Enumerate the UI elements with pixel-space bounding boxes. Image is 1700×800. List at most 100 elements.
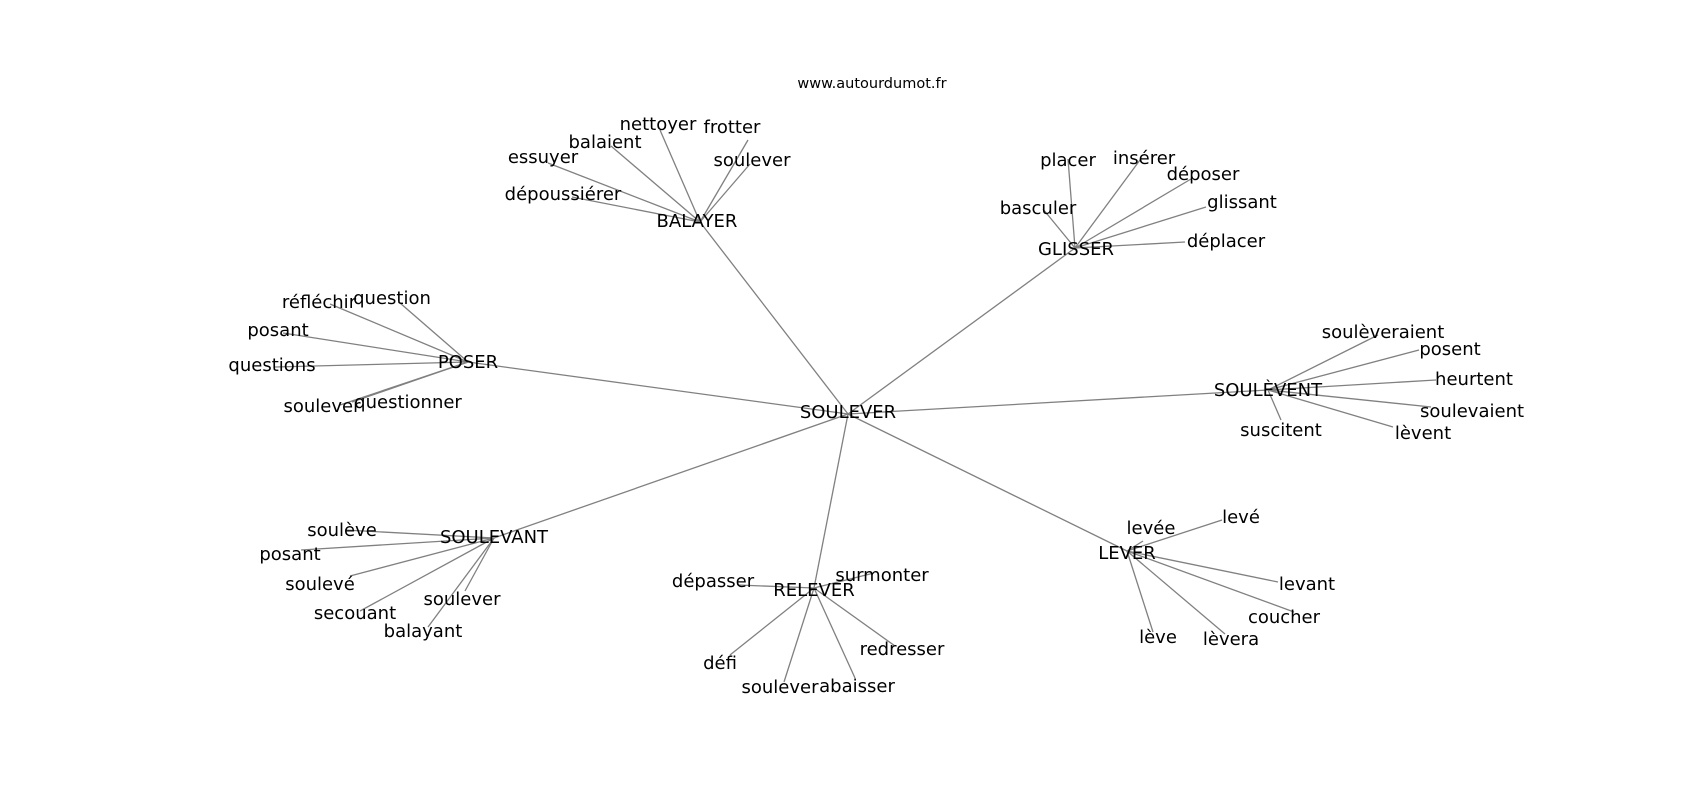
- edge-balayer-to-frotter: [699, 139, 749, 223]
- leaf-node-relever-abaisser: abaisser: [819, 676, 895, 697]
- leaf-node-poser-soulever: soulever: [283, 396, 361, 417]
- edge-relever-to-soulever: [783, 587, 815, 683]
- leaf-node-soulevant-soulever: soulever: [423, 589, 501, 610]
- hub-node-poser: POSER: [438, 352, 498, 373]
- leaf-node-soulevent-levent: lèvent: [1395, 423, 1451, 444]
- leaf-node-soulevant-souleve: soulève: [307, 520, 377, 541]
- leaf-node-soulevant-souleve: soulevé: [285, 574, 355, 595]
- leaf-node-lever-leve: lève: [1139, 627, 1177, 648]
- leaf-node-balayer-balaient: balaient: [568, 132, 641, 153]
- leaf-node-poser-questions: questions: [228, 355, 315, 376]
- edge-glisser-to-deposer: [1074, 178, 1192, 249]
- edge-poser-to-questionner: [351, 361, 469, 403]
- hub-node-glisser: GLISSER: [1038, 239, 1114, 260]
- leaf-node-relever-depasser: dépasser: [672, 571, 755, 592]
- hub-node-balayer: BALAYER: [657, 211, 738, 232]
- leaf-node-poser-questionner: questionner: [354, 392, 462, 413]
- leaf-node-glisser-deplacer: déplacer: [1187, 231, 1266, 252]
- edge-center-to-glisser: [847, 247, 1076, 415]
- graph-labels: www.autourdumot.fr SOULEVER BALAYER nettoy…: [228, 76, 1524, 698]
- edge-soulevent-to-heurtent: [1267, 379, 1437, 391]
- edge-balayer-to-soulever: [699, 163, 751, 223]
- leaf-node-glisser-glissant: glissant: [1207, 192, 1277, 213]
- leaf-node-glisser-deposer: déposer: [1167, 164, 1240, 185]
- edge-lever-to-coucher: [1126, 550, 1295, 613]
- edge-glisser-to-deplacer: [1074, 241, 1186, 249]
- leaf-node-soulevent-suscitent: suscitent: [1240, 420, 1322, 441]
- edge-lever-to-leve: [1126, 519, 1223, 552]
- leaf-node-relever-redresser: redresser: [860, 639, 945, 660]
- edge-soulevant-to-souleve: [349, 537, 495, 577]
- edge-soulevent-to-posent: [1267, 349, 1420, 391]
- leaf-node-poser-posant: posant: [247, 320, 308, 341]
- leaf-node-balayer-depoussierer: dépoussiérer: [505, 184, 622, 205]
- leaf-node-lever-levant: levant: [1279, 574, 1335, 595]
- leaf-node-balayer-soulever: soulever: [713, 150, 791, 171]
- leaf-node-balayer-frotter: frotter: [704, 117, 762, 138]
- leaf-node-lever-levera: lèvera: [1203, 629, 1259, 650]
- edge-soulevent-to-suscitent: [1267, 389, 1282, 421]
- leaf-node-relever-soulever: soulever: [741, 677, 819, 698]
- edge-glisser-to-placer: [1067, 158, 1076, 249]
- edge-center-to-soulevant: [493, 413, 849, 539]
- leaf-node-soulevent-posent: posent: [1419, 339, 1480, 360]
- edge-soulevent-to-souleveraient: [1267, 334, 1379, 391]
- edge-center-to-balayer: [699, 221, 849, 415]
- leaf-node-balayer-essuyer: essuyer: [508, 147, 579, 168]
- edge-relever-to-surmonter: [813, 572, 875, 589]
- edge-lever-to-levee: [1126, 540, 1144, 552]
- leaf-node-lever-levee: levée: [1127, 518, 1176, 539]
- edge-balayer-to-depoussierer: [571, 196, 701, 223]
- leaf-node-soulevant-secouant: secouant: [314, 603, 396, 624]
- edge-poser-to-reflechir: [329, 303, 469, 363]
- hub-node-soulevent: SOULÈVENT: [1214, 379, 1323, 401]
- edge-relever-to-redresser: [813, 587, 896, 647]
- leaf-node-soulevant-posant: posant: [259, 544, 320, 565]
- edge-glisser-to-inserer: [1074, 159, 1141, 249]
- source-watermark: www.autourdumot.fr: [797, 76, 946, 92]
- edge-soulevant-to-posant: [300, 537, 495, 551]
- edge-soulevant-to-balayant: [427, 537, 495, 628]
- leaf-node-soulevent-heurtent: heurtent: [1435, 369, 1513, 390]
- edge-lever-to-levant: [1126, 550, 1279, 583]
- edge-poser-to-posant: [282, 332, 469, 363]
- edge-soulevent-to-soulevaient: [1267, 389, 1432, 408]
- edge-center-to-poser: [467, 361, 849, 415]
- edge-balayer-to-nettoyer: [659, 129, 701, 223]
- leaf-node-soulevent-soulevaient: soulevaient: [1420, 401, 1524, 422]
- edge-glisser-to-glissant: [1074, 206, 1207, 249]
- leaf-node-relever-surmonter: surmonter: [835, 565, 929, 586]
- leaf-node-poser-reflechir: réfléchir: [282, 292, 357, 313]
- edge-soulevant-to-secouant: [359, 537, 495, 612]
- edge-center-to-relever: [813, 413, 849, 589]
- edge-glisser-to-basculer: [1042, 208, 1076, 249]
- edge-lever-to-levera: [1126, 550, 1226, 635]
- graph-edges: [274, 129, 1437, 683]
- hub-node-lever: LEVER: [1098, 543, 1156, 564]
- leaf-node-glisser-placer: placer: [1040, 150, 1096, 171]
- leaf-node-lever-coucher: coucher: [1248, 607, 1321, 628]
- edge-poser-to-questions: [274, 361, 469, 368]
- center-node-label: SOULEVER: [800, 402, 896, 423]
- leaf-node-lever-leve: levé: [1222, 507, 1260, 528]
- edge-soulevent-to-levent: [1267, 389, 1394, 428]
- leaf-node-poser-question: question: [353, 288, 431, 309]
- edge-relever-to-depasser: [737, 584, 815, 589]
- edge-relever-to-abaisser: [813, 587, 856, 679]
- edge-soulevant-to-souleve: [344, 529, 495, 539]
- leaf-node-relever-defi: défi: [703, 653, 737, 674]
- edge-balayer-to-balaient: [610, 145, 701, 223]
- leaf-node-glisser-basculer: basculer: [1000, 198, 1077, 219]
- edge-lever-to-leve: [1126, 550, 1154, 633]
- leaf-node-soulevent-souleveraient: soulèveraient: [1322, 322, 1445, 343]
- leaf-node-glisser-inserer: insérer: [1113, 148, 1176, 169]
- leaf-node-soulevant-balayant: balayant: [384, 621, 463, 642]
- leaf-node-balayer-nettoyer: nettoyer: [620, 114, 697, 135]
- edge-soulevant-to-soulever: [464, 537, 495, 592]
- edge-center-to-soulevent: [847, 389, 1269, 415]
- edge-poser-to-question: [399, 302, 469, 363]
- hub-node-relever: RELEVER: [773, 580, 854, 601]
- edge-balayer-to-essuyer: [547, 162, 701, 223]
- hub-node-soulevant: SOULEVANT: [440, 527, 549, 548]
